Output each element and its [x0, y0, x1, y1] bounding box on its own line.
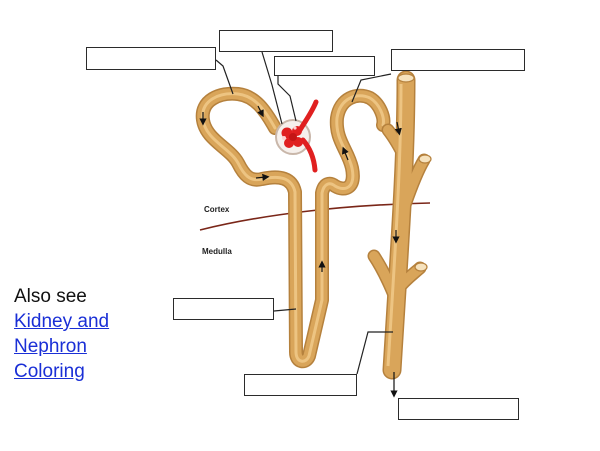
- label-box-bowmans-capsule[interactable]: [219, 30, 333, 52]
- label-box-collecting-duct[interactable]: [244, 374, 357, 396]
- label-box-proximal-tubule[interactable]: [86, 47, 216, 70]
- label-box-distal-tubule[interactable]: [391, 49, 525, 71]
- leader-lines: [215, 51, 393, 375]
- side-note-prefix: Also see: [14, 286, 87, 307]
- flow-arrows: [199, 105, 402, 398]
- cortex-label: Cortex: [204, 205, 230, 214]
- label-box-loop-of-henle[interactable]: [173, 298, 274, 320]
- label-box-glomerulus[interactable]: [274, 56, 375, 76]
- label-box-urine[interactable]: [398, 398, 519, 420]
- collecting-duct: [367, 70, 432, 380]
- medulla-label: Medulla: [202, 247, 232, 256]
- side-note: Also see Kidney and Nephron Coloring: [14, 284, 144, 384]
- kidney-nephron-coloring-link[interactable]: Kidney and Nephron Coloring: [14, 311, 110, 382]
- glomerulus: [275, 99, 319, 173]
